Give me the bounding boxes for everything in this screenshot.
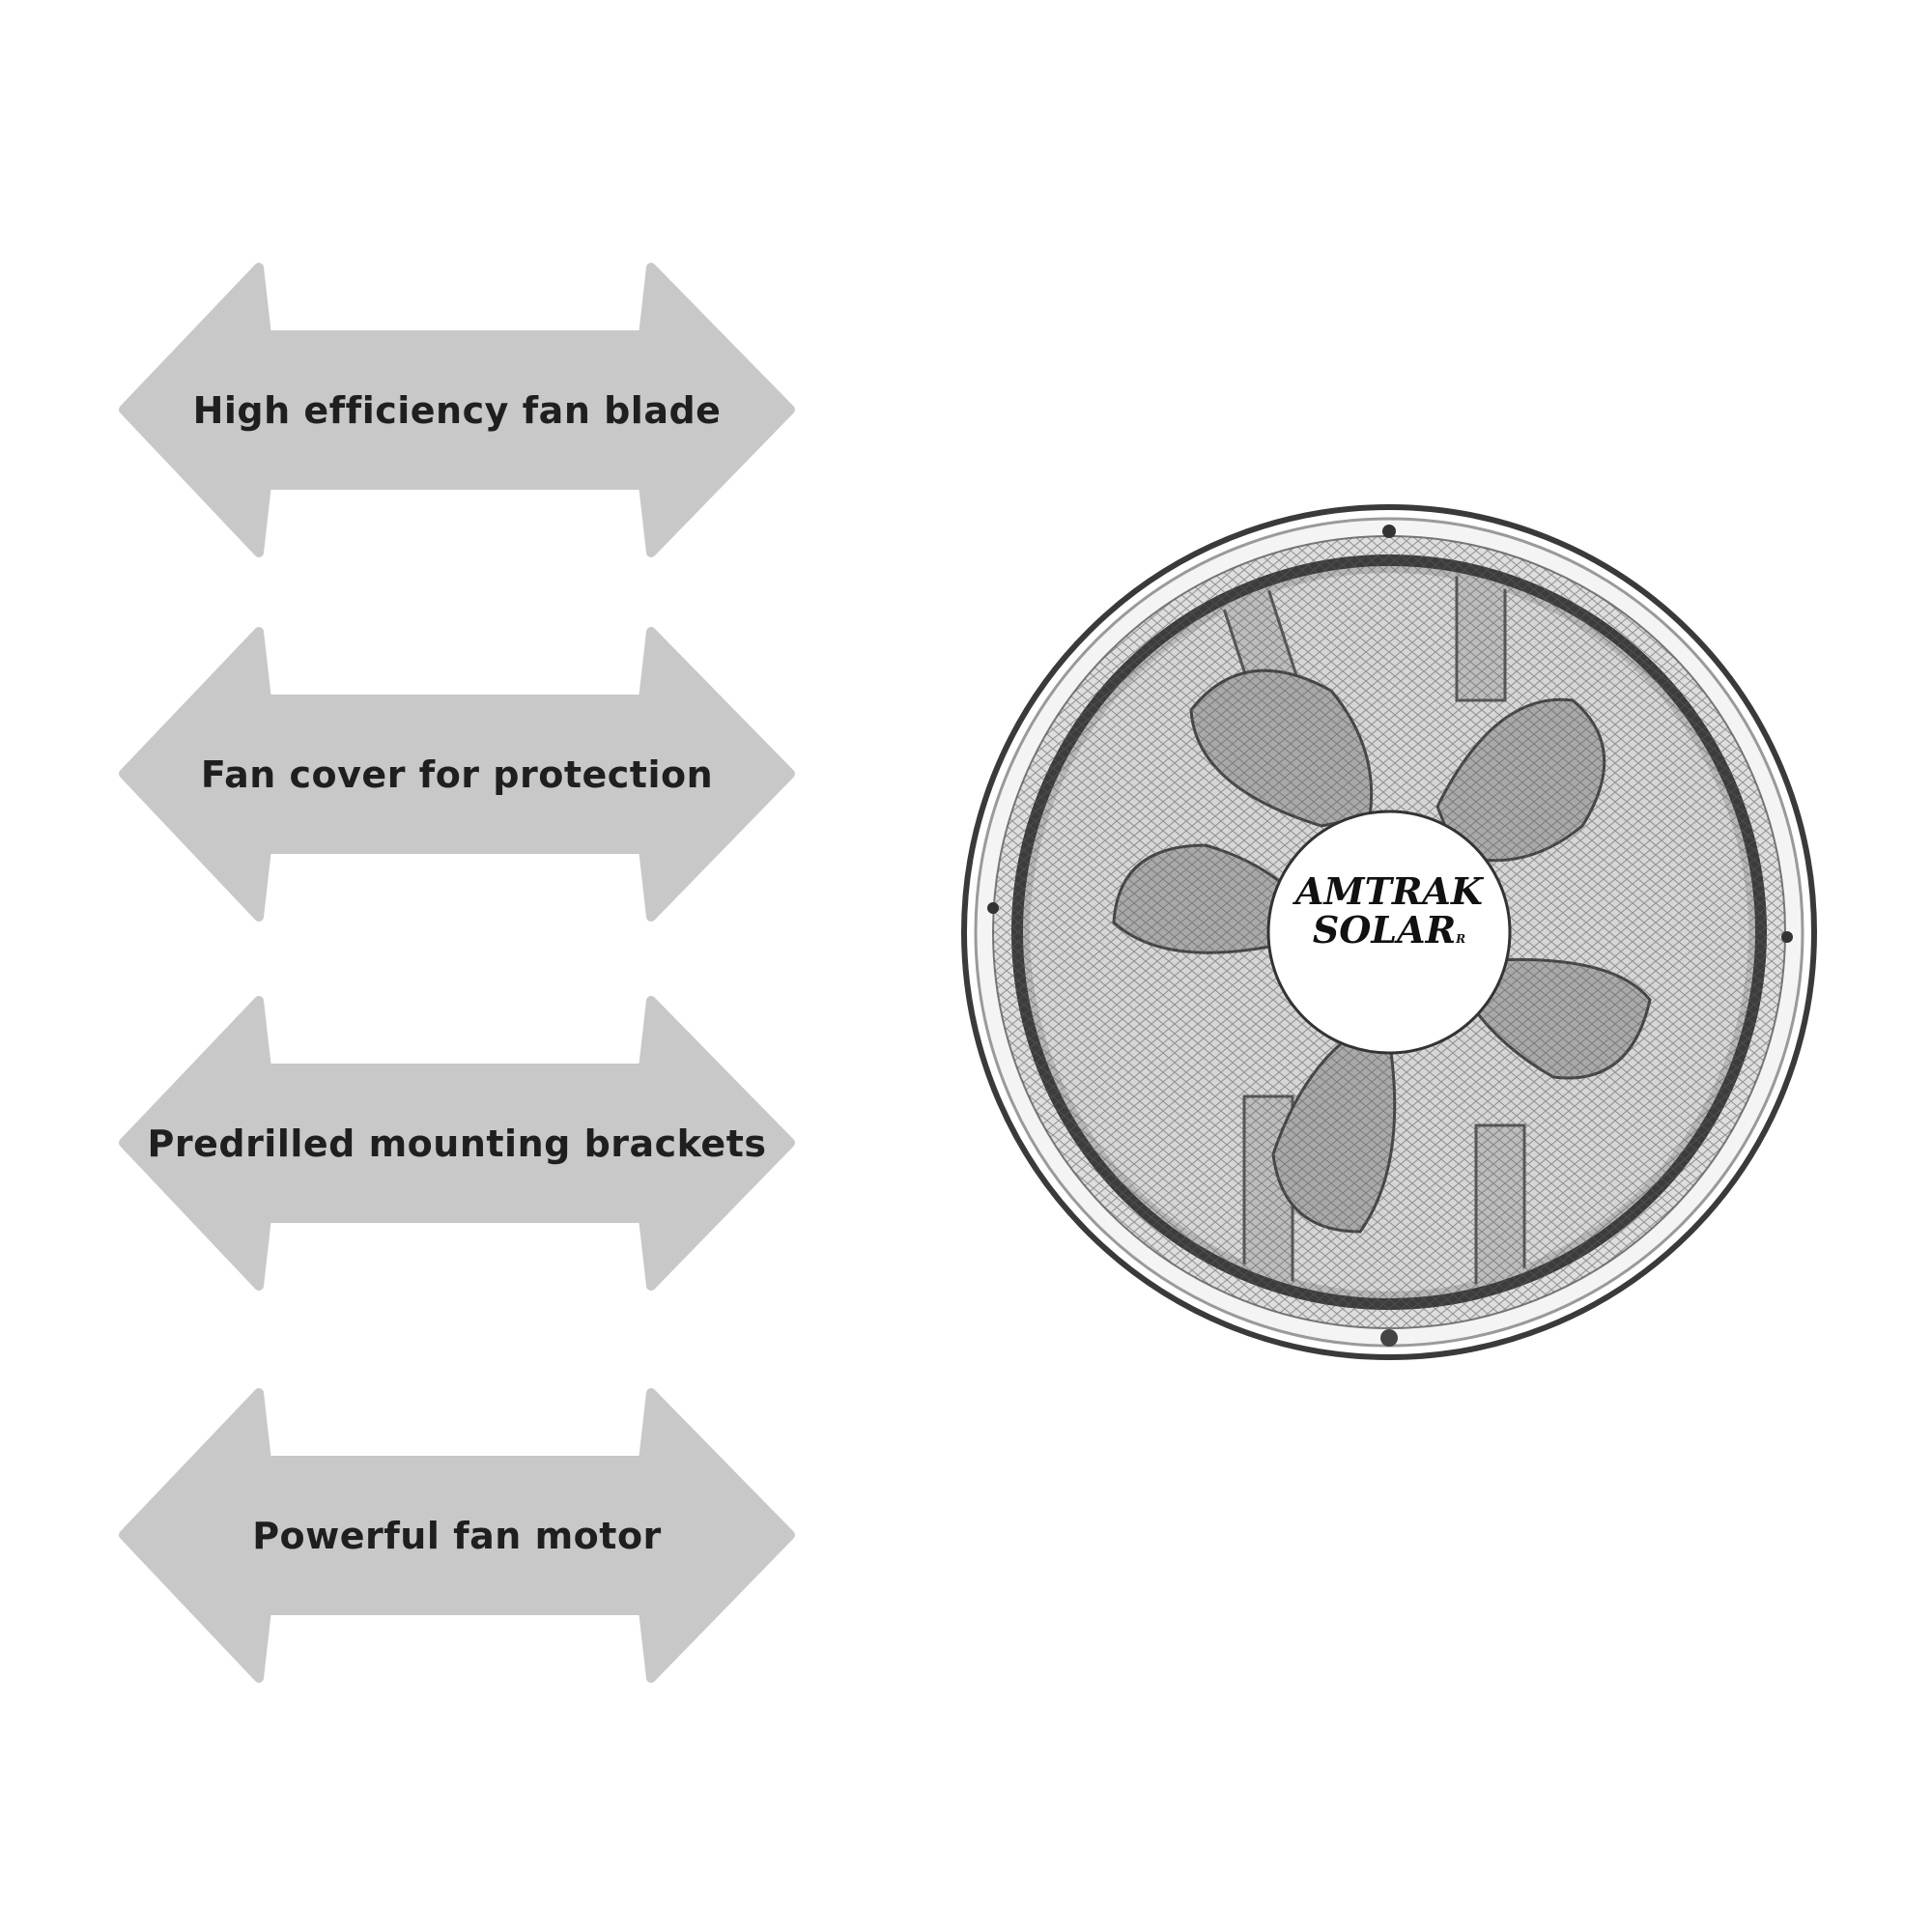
feature-arrow-fan-motor: Powerful fan motor <box>114 1383 800 1688</box>
registered-mark: R <box>1456 932 1466 946</box>
feature-label: Fan cover for protection <box>200 753 714 796</box>
double-arrow-icon <box>119 1388 795 1683</box>
double-arrow-icon <box>119 263 795 557</box>
feature-label: High efficiency fan blade <box>192 388 722 432</box>
double-arrow-icon <box>119 996 795 1291</box>
exhaust-fan-icon <box>961 504 1817 1360</box>
feature-arrow-fan-cover: Fan cover for protection <box>114 622 800 926</box>
feature-label: Powerful fan motor <box>252 1514 662 1557</box>
feature-arrow-fan-blade: High efficiency fan blade <box>114 258 800 562</box>
brand-line2: SOLARR <box>1312 908 1466 952</box>
brand-logo: AMTRAK SOLARR <box>1273 872 1505 958</box>
exhaust-fan-image: AMTRAK SOLARR <box>954 497 1824 1367</box>
feature-label: Predrilled mounting brackets <box>147 1122 767 1165</box>
brand-line1: AMTRAK <box>1295 869 1483 913</box>
double-arrow-icon <box>119 627 795 922</box>
feature-arrow-mounting-brackets: Predrilled mounting brackets <box>114 991 800 1295</box>
